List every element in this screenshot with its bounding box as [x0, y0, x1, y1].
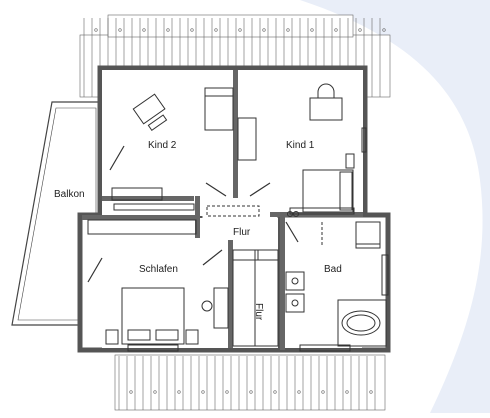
stairs: [232, 249, 279, 347]
roof-tile-nail: [369, 390, 373, 394]
roof-bottom: [114, 354, 386, 411]
label-flur-top: Flur: [233, 227, 251, 238]
label-kind1: Kind 1: [286, 140, 315, 151]
label-schlafen: Schlafen: [139, 264, 178, 275]
roof-tile-nail: [273, 390, 277, 394]
label-kind2: Kind 2: [148, 140, 177, 151]
roof-tile-nail: [177, 390, 181, 394]
roof-tile-nail: [166, 28, 170, 32]
kind2-furniture: [111, 87, 234, 201]
roof-tile-nail: [201, 390, 205, 394]
doors: [87, 145, 299, 283]
background-wash: [300, 0, 490, 413]
label-flur-bottom: Flur: [253, 303, 264, 321]
roof-tile-nail: [334, 28, 338, 32]
schlafen-furniture: [87, 219, 229, 345]
roof-tile-nail: [190, 28, 194, 32]
roof-tile-nail: [129, 390, 133, 394]
label-bad: Bad: [324, 264, 342, 275]
roof-tile-nail: [225, 390, 229, 394]
roof-tile-nail: [238, 28, 242, 32]
roof-tile-nail: [142, 28, 146, 32]
roof-tile-nail: [358, 28, 362, 32]
label-balkon: Balkon: [54, 189, 85, 200]
roof-tile-nail: [345, 390, 349, 394]
roof-tile-nail: [153, 390, 157, 394]
roof-tile-nail: [262, 28, 266, 32]
roof-tile-nail: [118, 28, 122, 32]
roof-tile-nail: [321, 390, 325, 394]
bad-furniture: [285, 211, 387, 347]
roof-tile-nail: [286, 28, 290, 32]
roof-tile-nail: [214, 28, 218, 32]
kind1-furniture: [237, 83, 355, 213]
roof-tile-nail: [382, 28, 386, 32]
roof-tile-nail: [94, 28, 98, 32]
roof-tile-nail: [249, 390, 253, 394]
roof-tile-nail: [297, 390, 301, 394]
roof-tile-nail: [310, 28, 314, 32]
